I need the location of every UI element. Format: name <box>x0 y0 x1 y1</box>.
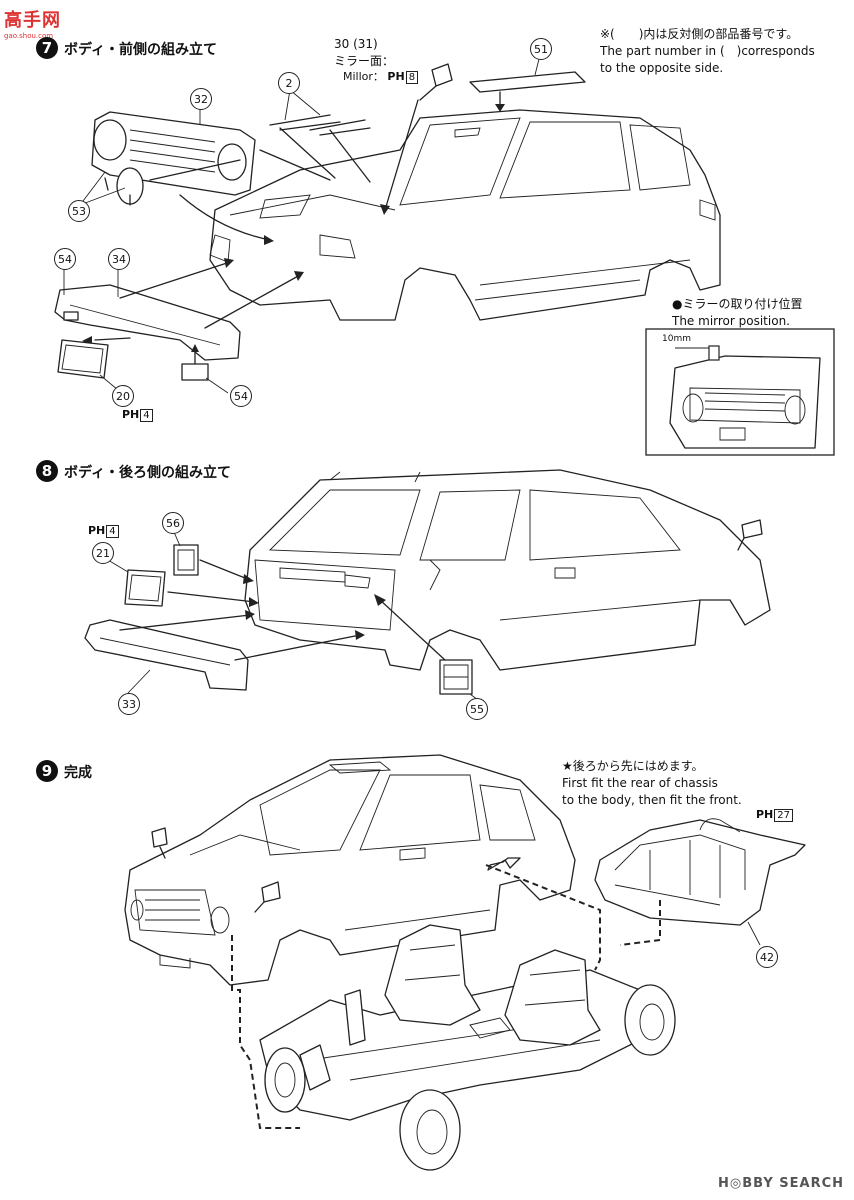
page-ref-prefix: PH <box>122 408 140 421</box>
mirror-part-30 <box>431 63 453 87</box>
page-ref-prefix: PH <box>88 524 106 537</box>
step-8-number: 8 <box>36 460 58 482</box>
callout-20: 20 <box>112 385 134 407</box>
wheel-rear-right <box>624 984 676 1056</box>
callout-32: 32 <box>190 88 212 110</box>
step-8-title: ボディ・後ろ側の組み立て <box>64 465 232 481</box>
front-seat-left <box>384 924 481 1026</box>
grille-part-32 <box>91 111 256 205</box>
hobby-search-watermark: H◎BBY SEARCH <box>718 1176 845 1191</box>
callout-54-bottom: 54 <box>230 385 252 407</box>
step9-mirror-left <box>151 827 168 848</box>
mirror-position-jp: ●ミラーの取り付け位置 <box>672 297 803 311</box>
site-logo-subtext: gao.shou.com <box>4 32 54 40</box>
complete-car-body <box>124 754 576 986</box>
rear-bumper-part-33 <box>84 619 249 691</box>
wheel-front-left <box>264 1047 306 1113</box>
page-ref-num: 27 <box>774 809 794 822</box>
mirror-label-jp: ミラー面： <box>334 54 395 68</box>
callout-21: 21 <box>92 542 114 564</box>
step-9-title: 完成 <box>64 765 92 781</box>
callout-53: 53 <box>68 200 90 222</box>
step-7-title: ボディ・前側の組み立て <box>64 42 218 58</box>
callout-55: 55 <box>466 698 488 720</box>
wiper-parts <box>269 114 341 131</box>
site-logo-watermark: 高手网 gao.shou.com <box>4 6 61 40</box>
page-ref-num: 4 <box>140 409 153 422</box>
mirror-parts-label: 30 (31) ミラー面： <box>334 36 394 70</box>
step-9-note-en-1: First fit the rear of chassis <box>562 776 718 790</box>
car-body-front-view <box>209 109 721 321</box>
step8-mirror <box>741 519 763 539</box>
step-9-note-en-2: to the body, then fit the front. <box>562 793 742 807</box>
guide-front <box>231 935 300 1129</box>
note-en-1: The part number in ( )corresponds <box>600 44 815 58</box>
front-bumper-part-34 <box>54 284 241 361</box>
mirror-label-en: Millor： <box>343 70 384 83</box>
mirror-position-title: ●ミラーの取り付け位置 The mirror position. <box>672 296 802 330</box>
license-plate-part-21 <box>124 569 166 607</box>
step-8-drawing <box>84 469 771 701</box>
callout-54-top: 54 <box>54 248 76 270</box>
site-logo-text: 高手网 <box>4 10 61 31</box>
callout-51: 51 <box>530 38 552 60</box>
front-seat-right <box>504 949 601 1046</box>
fit-direction-arrow <box>487 857 521 871</box>
lamp-part-54 <box>181 363 209 381</box>
step-9-note-jp: ★後ろから先にはめます。 <box>562 759 704 773</box>
callout-34: 34 <box>108 248 130 270</box>
note-en-2: to the opposite side. <box>600 61 724 75</box>
page-ref-num: 4 <box>106 525 119 538</box>
mirror-position-en: The mirror position. <box>672 314 790 328</box>
step9-mirror-right <box>261 881 281 903</box>
mirror-parts-number: 30 (31) <box>334 37 378 51</box>
mirror-page-num: 8 <box>405 71 419 84</box>
car-body-rear-view <box>244 469 771 671</box>
mirror-dimension: 10mm <box>662 334 691 344</box>
guide-rear <box>485 864 601 971</box>
step-7-drawing <box>54 54 721 394</box>
callout-56: 56 <box>162 512 184 534</box>
mirror-position-diagram <box>645 328 835 456</box>
rear-seat-part-42 <box>594 818 806 926</box>
callout-2: 2 <box>278 72 300 94</box>
note-jp: ※( )内は反対側の部品番号です。 <box>600 27 799 41</box>
page-ref-prefix: PH <box>756 808 774 821</box>
callout-42: 42 <box>756 946 778 968</box>
step-9-number: 9 <box>36 760 58 782</box>
step-9-drawing <box>124 754 806 1171</box>
wheel-front-right <box>399 1089 461 1171</box>
mirror-page-prefix: PH <box>387 70 405 83</box>
step-9-note: ★後ろから先にはめます。 First fit the rear of chass… <box>562 758 742 809</box>
step-7-number: 7 <box>36 37 58 59</box>
opposite-side-note: ※( )内は反対側の部品番号です。 The part number in ( )… <box>600 26 815 77</box>
chassis-and-interior <box>259 924 641 1121</box>
callout-33: 33 <box>118 693 140 715</box>
sunroof-panel-51 <box>469 71 586 93</box>
